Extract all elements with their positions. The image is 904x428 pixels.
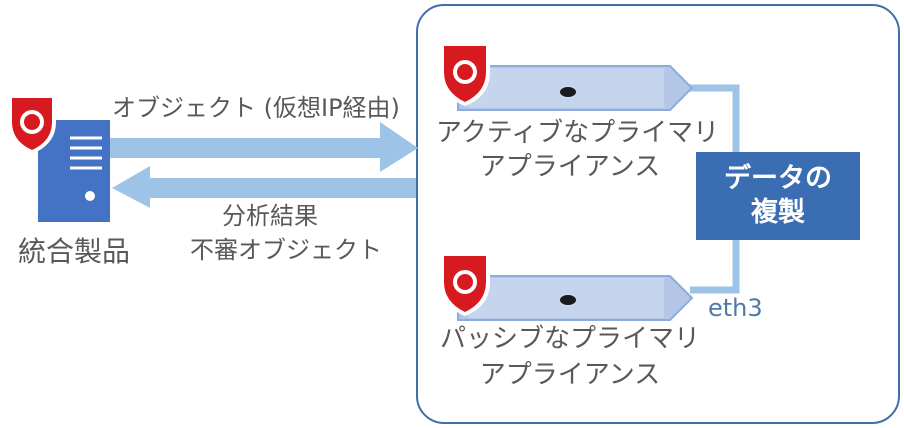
shield-icon: [8, 94, 56, 154]
shield-icon: [440, 42, 490, 106]
request-arrow: [110, 122, 418, 172]
passive-appliance-label-2: アプライアンス: [479, 360, 661, 390]
data-replication-box: データの 複製: [696, 152, 860, 240]
interface-label: eth3: [708, 294, 763, 322]
passive-appliance-label-1: パッシブなプライマリ: [439, 324, 700, 354]
active-appliance-label-1: アクティブなプライマリ: [436, 118, 720, 148]
active-connector-line: [690, 84, 740, 152]
response-arrow: [112, 166, 416, 208]
active-appliance-icon: [438, 40, 698, 120]
passive-appliance-icon: [438, 250, 698, 330]
integrated-product-label: 統合製品: [18, 235, 131, 268]
request-flow-label: オブジェクト (仮想IP経由): [112, 94, 400, 122]
replication-label-1: データの: [724, 163, 832, 195]
integrated-product-icon: [8, 92, 120, 228]
shield-icon: [440, 252, 490, 316]
response-flow-label-1: 分析結果: [222, 202, 318, 230]
passive-connector-line: [690, 240, 740, 294]
active-appliance-label-2: アプライアンス: [479, 152, 661, 182]
response-flow-label-2: 不審オブジェクト: [190, 236, 382, 264]
replication-label-2: 複製: [751, 197, 805, 228]
